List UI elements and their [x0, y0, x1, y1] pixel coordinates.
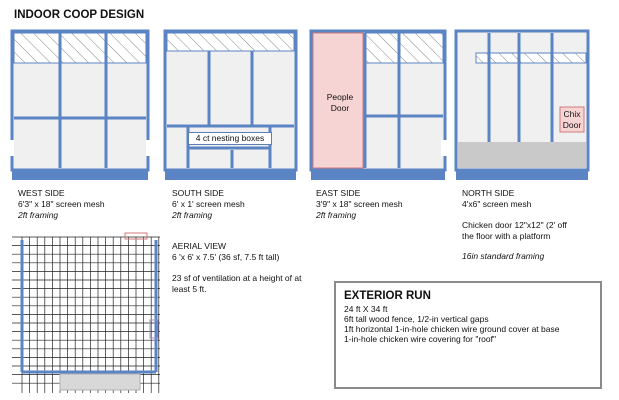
nesting-boxes-label: 4 ct nesting boxes — [188, 132, 272, 145]
east-screen-mesh — [364, 32, 444, 64]
south-side-label: SOUTH SIDE — [172, 188, 224, 198]
south-side-mesh: 6' x 1' screen mesh — [172, 199, 245, 209]
aerial-nesting-boxes — [59, 373, 141, 391]
west-screen-mesh — [13, 32, 147, 64]
exterior-run-title: EXTERIOR RUN — [344, 290, 431, 302]
chicken-door-note-2: the floor with a platform — [462, 231, 551, 241]
south-sill — [165, 170, 296, 180]
west-sill — [12, 170, 148, 180]
aerial-chix-door — [149, 319, 159, 339]
east-side-label: EAST SIDE — [316, 188, 361, 198]
run-roof: 1-in-hole chicken wire covering for "roo… — [344, 334, 497, 344]
run-dimensions: 24 ft X 34 ft — [344, 304, 388, 314]
aerial-view-dims: 6 'x 6' x 7.5' (36 sf, 7.5 ft tall) — [172, 252, 280, 262]
exterior-run-box: EXTERIOR RUN 24 ft X 34 ft 6ft tall wood… — [334, 281, 602, 389]
north-side-mesh: 4'x6" screen mesh — [462, 199, 532, 209]
run-fence: 6ft tall wood fence, 1/2-in vertical gap… — [344, 314, 489, 324]
aerial-people-door — [124, 232, 148, 240]
chix-door — [559, 106, 585, 133]
aerial-view-area — [22, 237, 156, 373]
west-side-framing: 2ft framing — [18, 210, 59, 220]
people-door-label-1: People — [326, 92, 354, 102]
chix-door-label-1: Chix — [563, 109, 581, 119]
chix-door-label-2: Door — [562, 120, 582, 130]
north-side-framing: 16in standard framing — [462, 251, 545, 261]
north-side-label: NORTH SIDE — [462, 188, 515, 198]
people-door — [312, 32, 364, 169]
ventilation-note-2: least 5 ft. — [172, 284, 207, 294]
south-side-framing: 2ft framing — [172, 210, 213, 220]
east-wall-notch — [441, 140, 449, 156]
west-wall-notch — [8, 140, 14, 156]
people-door-label-2: Door — [330, 103, 350, 113]
page-title: INDOOR COOP DESIGN — [14, 9, 145, 21]
north-floor-base — [458, 142, 586, 168]
east-sill — [311, 170, 445, 180]
west-side-label: WEST SIDE — [18, 188, 65, 198]
run-ground-cover: 1ft horizontal 1-in-hole chicken wire gr… — [344, 324, 560, 334]
west-wall-notch — [146, 140, 152, 156]
north-sill — [456, 170, 588, 180]
aerial-view-label: AERIAL VIEW — [172, 241, 227, 251]
chicken-door-note-1: Chicken door 12"x12" (2' off — [462, 220, 567, 230]
south-screen-mesh — [166, 32, 295, 52]
east-side-mesh: 3'9" x 18" screen mesh — [316, 199, 403, 209]
ventilation-note-1: 23 sf of ventilation at a height of at — [172, 273, 302, 283]
east-side-framing: 2ft framing — [316, 210, 357, 220]
north-screen-mesh — [475, 52, 587, 64]
west-side-mesh: 6'3" x 18" screen mesh — [18, 199, 105, 209]
